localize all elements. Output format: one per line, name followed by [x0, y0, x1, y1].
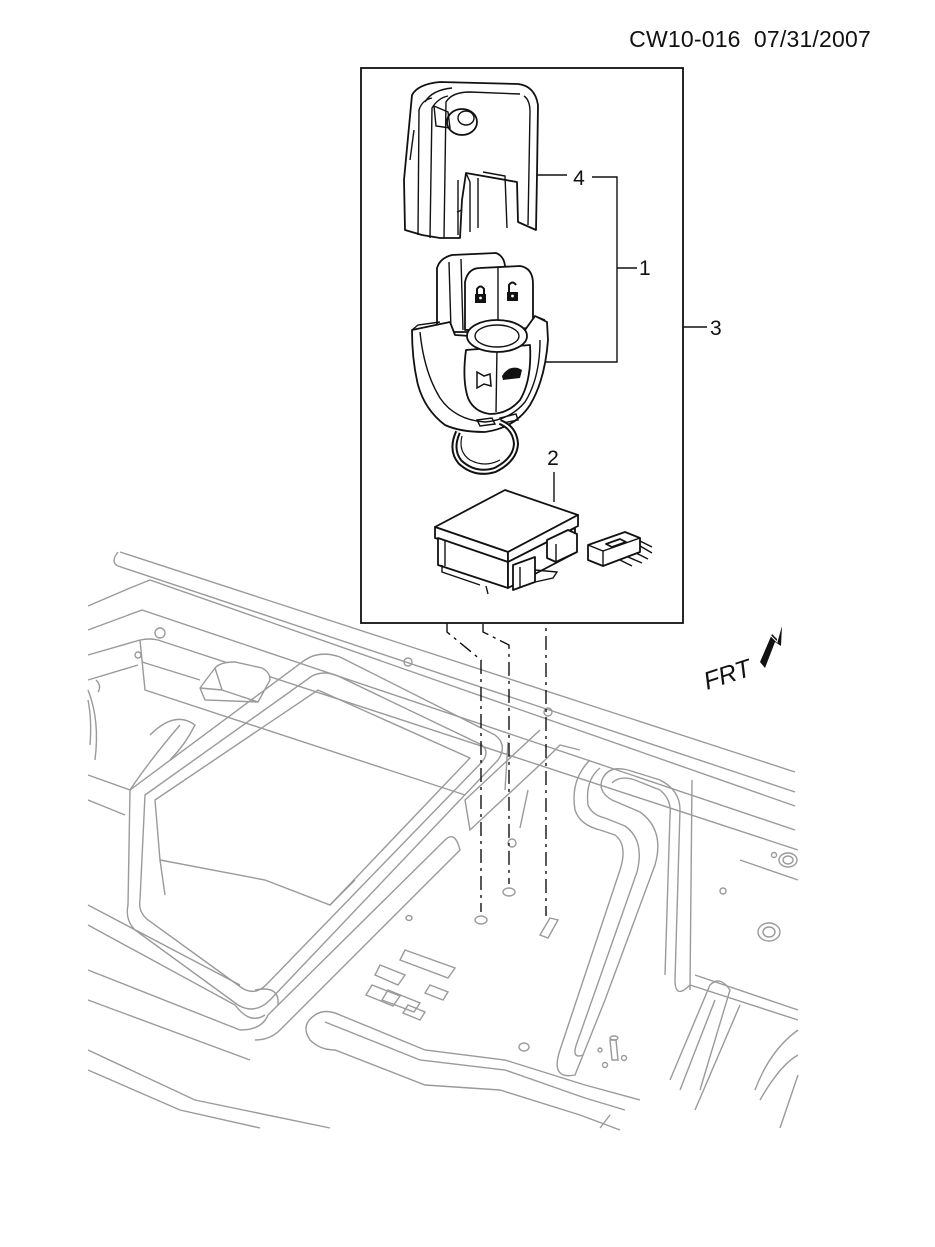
leader-lines [537, 174, 707, 502]
drawing-reference: CW10-016 07/31/2007 [629, 26, 871, 53]
front-arrow-icon [760, 626, 782, 668]
floor-panel [87, 551, 799, 1131]
callout-4: 4 [573, 167, 585, 190]
callout-2: 2 [547, 447, 559, 470]
drawing-code: CW10-016 [629, 26, 741, 52]
callout-3: 3 [710, 317, 722, 340]
receiver-module [434, 489, 653, 595]
horn-icon [476, 370, 492, 390]
unlock-icon [507, 281, 518, 301]
front-indicator: FRT [700, 626, 782, 696]
key-cover [403, 81, 539, 239]
trunk-icon [502, 367, 522, 380]
callout-1: 1 [639, 257, 651, 280]
drawing-date: 07/31/2007 [753, 26, 871, 52]
frt-label: FRT [700, 654, 756, 696]
lock-icon [475, 285, 486, 303]
